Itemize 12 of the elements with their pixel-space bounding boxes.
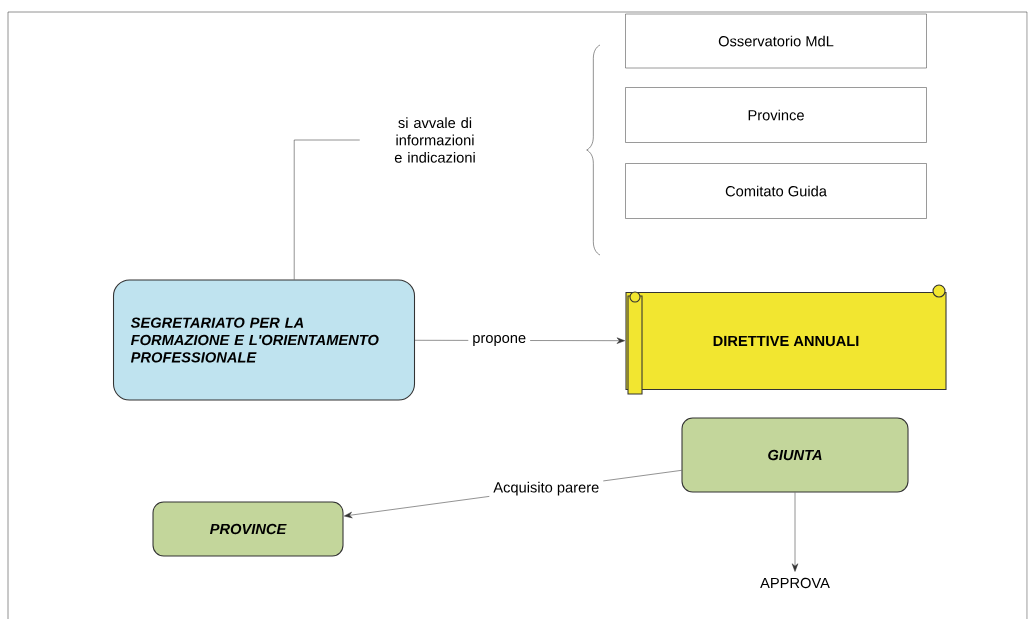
- edge-label: Acquisito parere: [489, 477, 604, 500]
- edge-label: propone: [468, 331, 531, 350]
- result-text: APPROVA: [760, 577, 830, 589]
- process-box: SEGRETARIATO PER LA FORMAZIONE E L'ORIENTAMENTO PROFESSIONALE: [112, 279, 416, 401]
- process-box: PROVINCE: [152, 501, 344, 557]
- info-box: Province: [625, 87, 927, 143]
- annotation-text: si avvale di informazioni e indicazioni: [394, 117, 475, 163]
- arrow: [791, 492, 799, 572]
- scroll-banner: DIRETTIVE ANNUALI: [625, 284, 947, 395]
- process-box: GIUNTA: [681, 417, 909, 493]
- info-box: Comitato Guida: [625, 163, 927, 219]
- info-box: Osservatorio MdL: [625, 13, 927, 69]
